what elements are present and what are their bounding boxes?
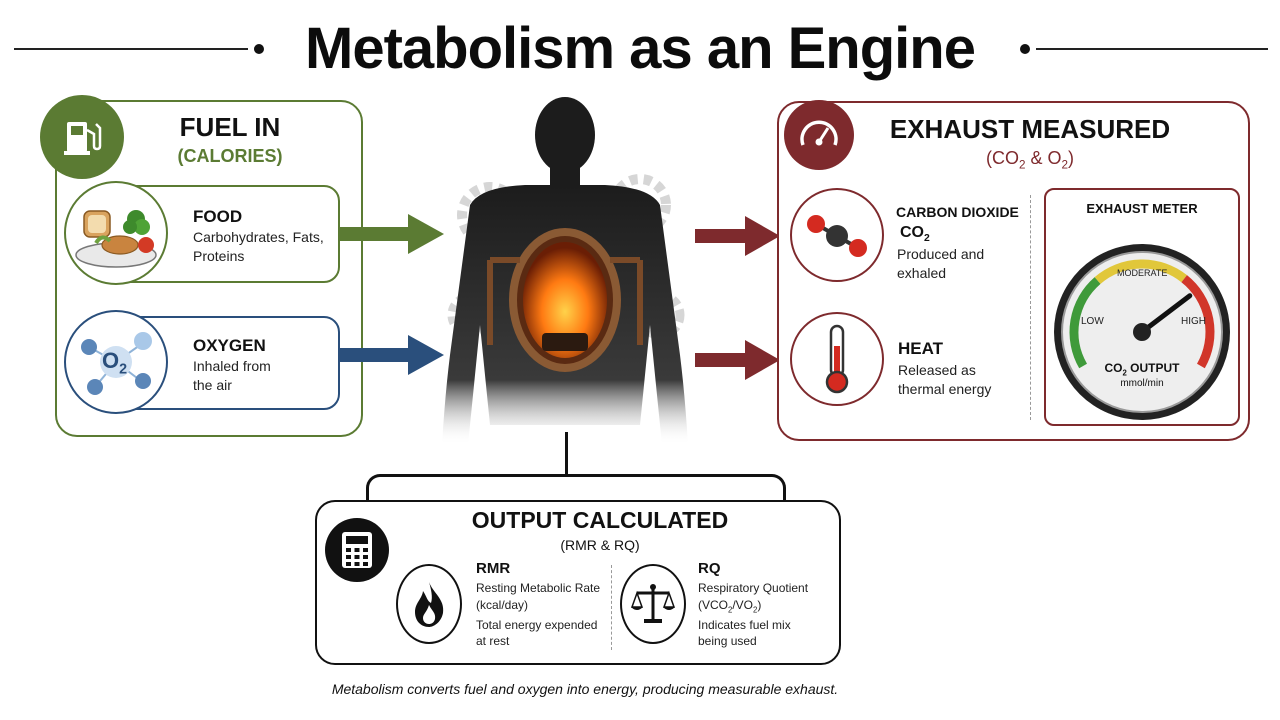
exhaust-subtitle-sub2: 2	[1061, 158, 1069, 172]
thermometer-icon	[825, 324, 849, 394]
oxygen-text-2: the air	[193, 377, 232, 393]
title-dot-right	[1020, 44, 1030, 54]
co2-formula: CO2	[900, 224, 930, 244]
rq-line-1: Respiratory Quotient	[698, 581, 809, 595]
calculator-icon	[342, 532, 372, 568]
exhaust-subtitle-c: )	[1068, 148, 1075, 168]
co2-icon-circle	[790, 188, 884, 282]
food-arrow	[340, 214, 444, 254]
gauge-high-label: HIGH	[1181, 316, 1206, 327]
rq-line-2c: /VO	[732, 598, 754, 612]
rmr-title: RMR	[476, 560, 511, 577]
output-subtitle: (RMR & RQ)	[560, 537, 640, 553]
scale-icon-circle	[620, 564, 686, 644]
rmr-line-2: (kcal/day)	[476, 598, 529, 612]
heat-arrow	[695, 340, 780, 380]
heat-text-1: Released as	[898, 362, 976, 378]
exhaust-divider	[1030, 195, 1031, 420]
rmr-line-4: at rest	[476, 634, 510, 648]
oxygen-molecule-icon	[81, 332, 152, 395]
output-connector-bracket	[366, 474, 786, 500]
rq-line-3: Indicates fuel mix	[698, 618, 791, 632]
oxygen-arrow	[340, 335, 444, 375]
oxygen-formula-o: O	[102, 348, 120, 373]
food-icon-circle	[64, 181, 168, 285]
rq-line-2b: 2	[728, 605, 733, 615]
output-title: OUTPUT CALCULATED	[471, 507, 729, 533]
title-rule-left	[14, 48, 248, 50]
rmr-line-3: Total energy expended	[476, 618, 598, 632]
co2-text-2: exhaled	[897, 265, 947, 281]
output-divider	[611, 565, 612, 650]
co2-molecule-icon	[807, 215, 867, 257]
gauge-badge	[784, 100, 854, 170]
oxygen-text-1: Inhaled from	[193, 358, 271, 374]
co2-text-1: Produced and	[897, 246, 985, 262]
gauge-output-label: CO2 OUTPUT	[1090, 361, 1194, 377]
caption: Metabolism converts fuel and oxygen into…	[331, 681, 839, 697]
heat-text-2: thermal energy	[898, 381, 992, 397]
exhaust-meter-title: EXHAUST METER	[1086, 201, 1198, 216]
oxygen-formula: O2	[102, 348, 127, 377]
page-title: Metabolism as an Engine	[305, 16, 976, 81]
title-dot-left	[254, 44, 264, 54]
flame-icon	[415, 582, 444, 627]
calculator-badge	[325, 518, 389, 582]
oxygen-formula-sub: 2	[119, 361, 128, 378]
oxygen-title: OXYGEN	[193, 336, 266, 355]
title-rule-right	[1036, 48, 1268, 50]
gauge-output-b: OUTPUT	[1126, 361, 1180, 375]
exhaust-gauge	[1054, 244, 1230, 420]
co2-title: CARBON DIOXIDE	[896, 204, 1019, 220]
rq-line-2: (VCO2/VO2)	[698, 597, 761, 618]
exhaust-subtitle: (CO2 & O2)	[870, 148, 1190, 172]
balance-scale-icon	[630, 584, 676, 623]
output-connector-stem	[565, 432, 568, 476]
food-plate-icon	[75, 210, 157, 268]
fuel-in-title: FUEL IN	[179, 112, 281, 142]
body-engine-illustration	[442, 97, 688, 445]
fuel-pump-badge	[40, 95, 124, 179]
exhaust-title: EXHAUST MEASURED	[889, 114, 1171, 144]
heat-title: HEAT	[898, 339, 944, 358]
heat-icon-circle	[790, 312, 884, 406]
food-text: Carbohydrates, Fats, Proteins	[193, 229, 324, 264]
exhaust-subtitle-a: (CO	[985, 148, 1019, 168]
gauge-output-a: CO	[1104, 361, 1123, 375]
oxygen-icon-circle: O2	[64, 310, 168, 414]
co2-arrow	[695, 216, 780, 256]
food-title: FOOD	[193, 207, 243, 226]
gauge-moderate-label: MODERATE	[1117, 268, 1168, 278]
rq-line-2a: (VCO	[698, 598, 728, 612]
exhaust-subtitle-sub: 2	[1018, 158, 1026, 172]
fuel-in-subtitle: (CALORIES)	[177, 146, 283, 166]
exhaust-subtitle-b: & O	[1025, 148, 1062, 168]
speedometer-icon	[800, 120, 838, 146]
gauge-output-sub: 2	[1122, 368, 1127, 378]
co2-formula-c: CO	[900, 224, 924, 241]
co2-formula-sub: 2	[924, 233, 930, 245]
flame-icon-circle	[396, 564, 462, 644]
fuel-pump-icon	[64, 122, 102, 155]
rmr-line-1: Resting Metabolic Rate	[476, 581, 601, 595]
gauge-low-label: LOW	[1081, 316, 1104, 327]
rq-line-2e: )	[757, 598, 762, 612]
rq-line-4: being used	[698, 634, 757, 648]
rq-line-2d: 2	[753, 605, 758, 615]
gauge-unit: mmol/min	[1120, 378, 1164, 389]
rq-title: RQ	[698, 560, 721, 577]
